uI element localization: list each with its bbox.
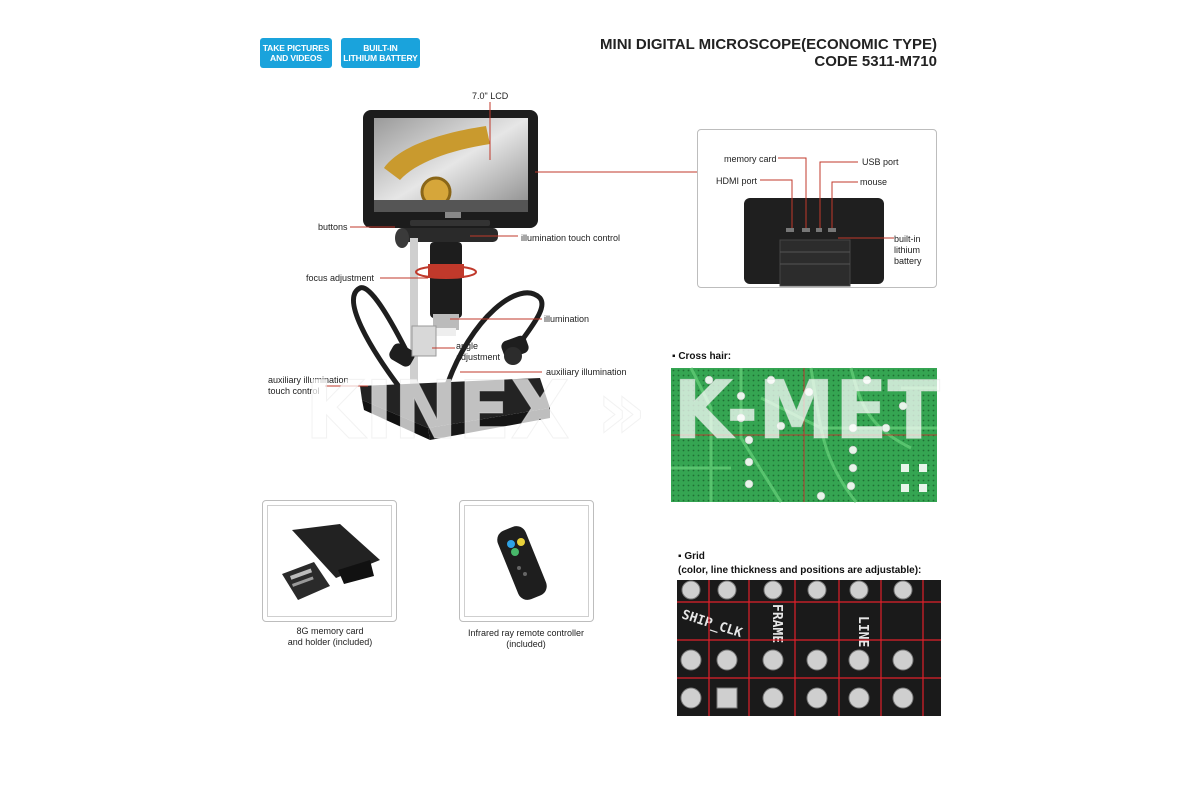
callout-buttons: buttons: [318, 222, 348, 232]
callout-focus: focus adjustment: [306, 273, 375, 283]
title-line-1: MINI DIGITAL MICROSCOPE(ECONOMIC TYPE): [600, 36, 937, 53]
callout-aux-touch: auxiliary illumination touch control: [268, 375, 349, 396]
back-panel-illustration: [744, 157, 894, 287]
label-battery: built-in lithium battery: [894, 234, 922, 266]
pcb-text-frame: FRAME: [769, 604, 784, 643]
remote-control-icon: [497, 526, 547, 600]
callout-lcd: 7.0" LCD: [472, 91, 509, 101]
grid-image: SHIP_CLK FRAME LINE: [677, 580, 941, 716]
label-memory-card: memory card: [724, 154, 777, 164]
label-mouse: mouse: [860, 177, 888, 187]
callout-angle: angle adjustment: [456, 341, 501, 362]
memory-card-box: [262, 500, 397, 622]
memory-card-icon: [282, 524, 380, 600]
remote-inner: [464, 505, 589, 617]
label-usb-port: USB port: [862, 157, 899, 167]
crosshair-heading: ▪ Cross hair:: [672, 351, 732, 362]
remote-caption: Infrared ray remote controller (included…: [467, 628, 585, 649]
callout-aux-illumination: auxiliary illumination: [546, 367, 627, 377]
memory-card-inner: [267, 505, 392, 617]
remote-box: [459, 500, 594, 622]
callout-illumination: illumination: [544, 314, 590, 324]
label-hdmi-port: HDMI port: [716, 176, 758, 186]
crosshair-image: [671, 367, 937, 503]
product-title: MINI DIGITAL MICROSCOPE(ECONOMIC TYPE) C…: [600, 36, 937, 70]
watermark-logo: KINEX » K-MET: [305, 364, 941, 458]
watermark-text: KINEX » K-MET: [305, 364, 940, 457]
grid-heading: ▪ Grid: [678, 551, 705, 562]
title-line-2: CODE 5311-M710: [814, 53, 937, 70]
back-panel-box: memory card HDMI port USB port mouse bui…: [697, 129, 937, 288]
microscope-illustration: [351, 110, 550, 440]
memory-card-caption: 8G memory card and holder (included): [287, 626, 373, 647]
grid-subheading: (color, line thickness and positions are…: [678, 565, 922, 576]
pcb-text-line: LINE: [855, 616, 870, 647]
callout-illumination-touch: illumination touch control: [521, 233, 621, 243]
